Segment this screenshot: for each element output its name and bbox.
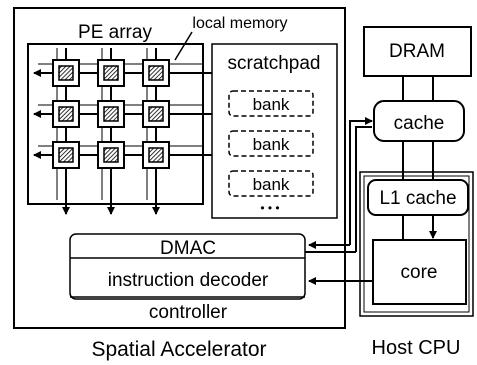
l1-cache-box — [367, 179, 469, 216]
decoder-label: instruction decoder — [108, 270, 269, 291]
bank-label-3: bank — [253, 175, 290, 194]
controller-box — [69, 233, 306, 300]
core-box — [372, 239, 467, 305]
local-memory-block-r3c3 — [148, 147, 164, 163]
bank-label-1: bank — [253, 95, 290, 114]
pe-grid — [33, 48, 212, 215]
host-cpu-title: Host CPU — [372, 337, 461, 359]
local-memory-block-r3c1 — [58, 147, 74, 163]
pe-cell-r2c1 — [52, 100, 80, 128]
dram-box — [363, 26, 472, 77]
local-memory-block-r3c2 — [103, 147, 119, 163]
local-memory-block-r1c3 — [148, 65, 164, 81]
bank-label-2: bank — [253, 135, 290, 154]
dmac-cache-link — [349, 117, 373, 245]
pe-cell-r1c1 — [52, 59, 80, 87]
scratchpad-bank-2 — [228, 130, 314, 157]
dram-label: DRAM — [389, 41, 445, 62]
accelerator-box — [13, 7, 346, 329]
core-label: core — [401, 262, 438, 283]
more-banks-ellipsis: • • • — [260, 201, 279, 215]
host-cpu-box-inner — [363, 175, 470, 313]
local-memory-label: local memory — [192, 15, 287, 32]
local-memory-block-r2c3 — [148, 106, 164, 122]
accelerator-title: Spatial Accelerator — [91, 338, 266, 361]
scratchpad-bank-3 — [228, 170, 314, 197]
scratchpad-title: scratchpad — [228, 53, 321, 74]
shared-cache-box — [373, 100, 465, 142]
dmac-label: DMAC — [160, 238, 216, 259]
host-cpu-box — [359, 171, 474, 317]
local-memory-block-r2c1 — [58, 106, 74, 122]
local-memory-pointer — [174, 31, 193, 61]
l1-cache-label: L1 cache — [379, 188, 456, 209]
pe-array-box — [27, 43, 204, 205]
controller-label: controller — [149, 302, 228, 323]
local-memory-block-r1c2 — [103, 65, 119, 81]
shared-cache-label: cache — [394, 113, 445, 134]
local-memory-block-r1c1 — [58, 65, 74, 81]
local-memory-block-r2c2 — [103, 106, 119, 122]
scratchpad-box — [211, 43, 338, 219]
scratchpad-bank-1 — [228, 90, 314, 117]
pe-array-label: PE array — [78, 22, 152, 43]
